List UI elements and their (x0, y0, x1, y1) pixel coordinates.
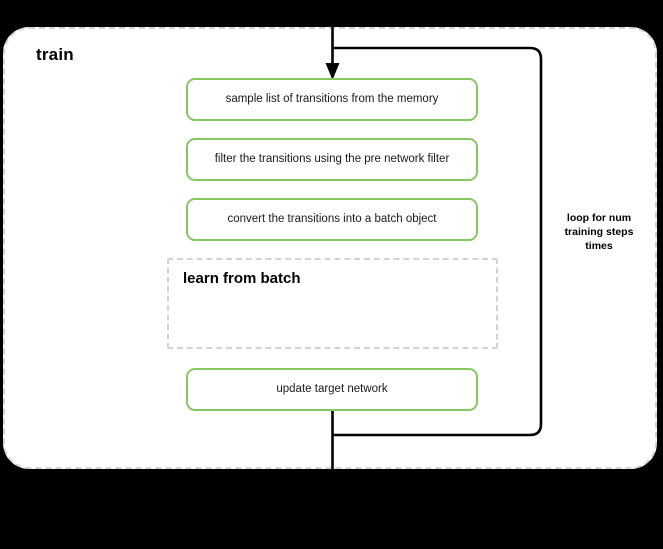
step-label: filter the transitions using the pre net… (214, 152, 450, 165)
step-label: update target network (276, 382, 388, 395)
loop-caption-line-1: loop for num (566, 212, 632, 224)
step-label: sample list of transitions from the memo… (225, 92, 439, 105)
loop-caption-line-2: training steps (564, 225, 634, 238)
step-label: convert the transitions into a batch obj… (227, 212, 437, 225)
step-box-sample[interactable]: sample list of transitions from the memo… (186, 78, 478, 121)
loop-caption-line-3: times (585, 239, 613, 252)
page-title: train (36, 45, 74, 64)
step-box-update[interactable]: update target network (186, 368, 478, 411)
sub-block-learn-from-batch[interactable]: learn from batch (167, 258, 498, 349)
step-box-convert[interactable]: convert the transitions into a batch obj… (186, 198, 478, 241)
step-box-filter[interactable]: filter the transitions using the pre net… (186, 138, 478, 181)
sub-block-title: learn from batch (183, 270, 301, 287)
loop-caption: loop for num training steps times (539, 212, 659, 254)
